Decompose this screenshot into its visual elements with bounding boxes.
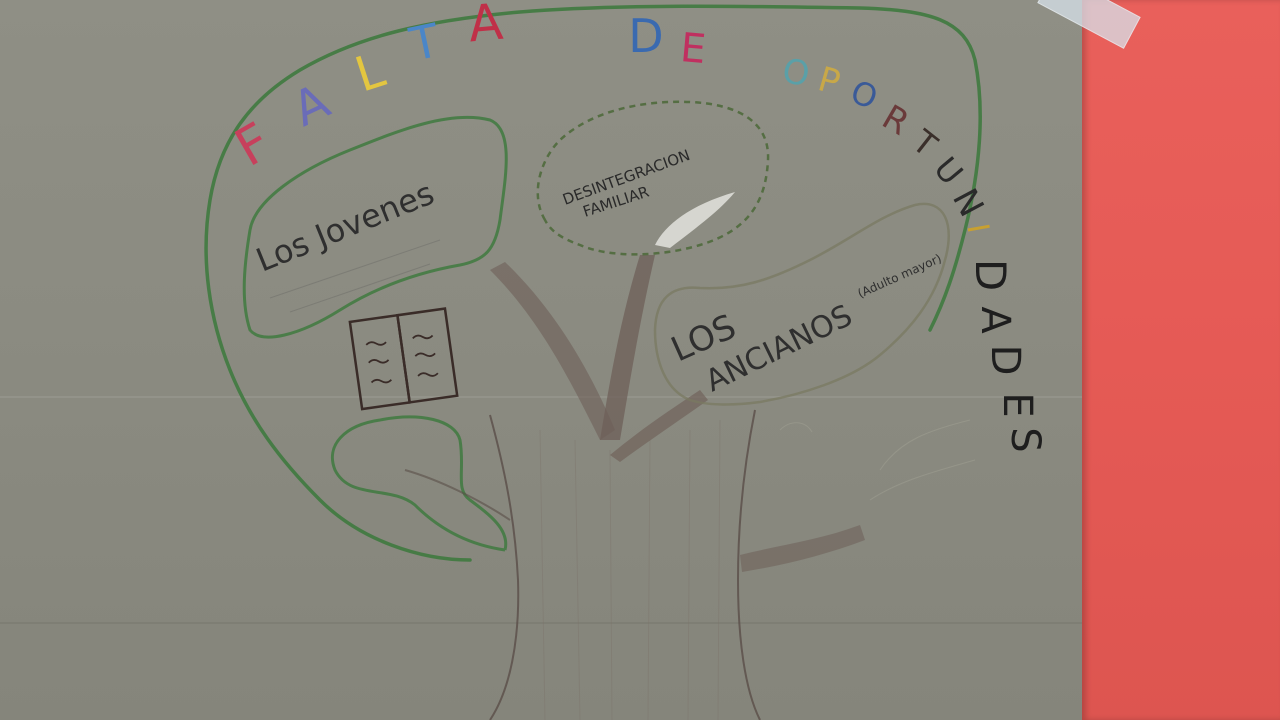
canopy-lower-lobe	[330, 415, 508, 552]
ancianos-note: (Adulto mayor)	[856, 251, 944, 300]
cloud-jovenes-outline	[242, 115, 508, 339]
title-letter: O	[779, 51, 812, 95]
canopy-outline	[204, 4, 982, 562]
title-letter: A	[972, 306, 1018, 334]
title-letter: A	[466, 0, 505, 53]
title-letter: T	[905, 122, 945, 165]
title-letter: U	[926, 150, 970, 192]
jovenes-faint-lines	[269, 239, 441, 313]
trunk-right-edge	[736, 409, 761, 720]
tree-drawing: Los Jovenes DESINTEGRACION FAMILIAR LOS …	[204, 0, 1048, 720]
branch-lower-right	[740, 525, 865, 572]
branch-right	[610, 390, 708, 462]
title-letter: E	[994, 392, 1040, 417]
title-letter: E	[679, 25, 708, 73]
branch-center	[600, 255, 655, 440]
title-letter: I	[959, 221, 995, 236]
white-smudge	[655, 192, 735, 248]
cloud-ancianos-outline	[653, 202, 950, 406]
book-icon	[348, 307, 459, 411]
trunk-left-edge	[489, 414, 520, 720]
paper-fold-line	[0, 396, 1082, 398]
title-letter: F	[226, 112, 282, 179]
title-letter: R	[875, 97, 915, 143]
paper-poster	[0, 0, 1082, 720]
title-letter: S	[1002, 427, 1048, 452]
red-wall	[1082, 0, 1280, 720]
title-letter: O	[845, 72, 883, 117]
paper-fold-line	[0, 622, 1082, 624]
title-letter: D	[966, 259, 1015, 291]
title-letter: D	[628, 9, 663, 63]
branch-left	[490, 262, 615, 440]
title-letter: D	[982, 345, 1028, 376]
title-letter: A	[285, 73, 339, 138]
branch-lower-left	[404, 469, 511, 521]
faint-grass-sketch	[779, 419, 976, 501]
title-letter: P	[814, 59, 845, 103]
cloud-desintegracion-outline	[536, 100, 770, 256]
title-letter: L	[349, 42, 392, 104]
trunk-bark-hatching	[539, 419, 721, 720]
